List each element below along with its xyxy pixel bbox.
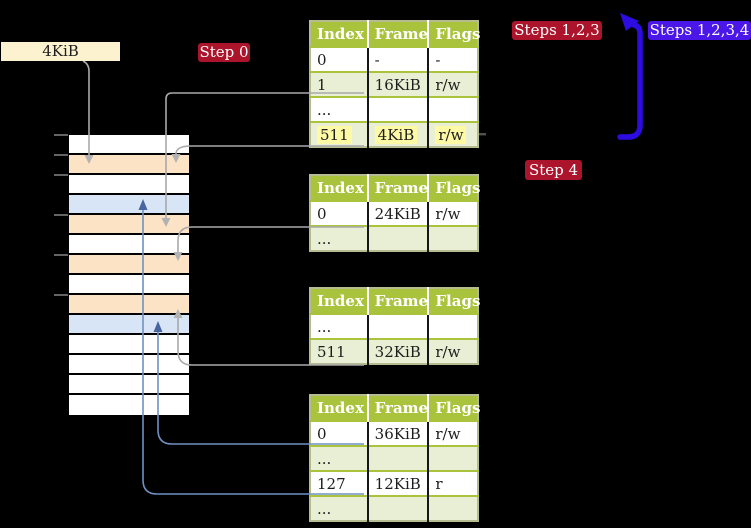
cell-index: ... — [310, 225, 368, 251]
frame-size-label: 4KiB — [1, 42, 120, 61]
steps1234-badge: Steps 1,2,3,4 — [648, 21, 751, 40]
column-header-index: Index — [310, 395, 368, 421]
memory-frame-row — [69, 355, 189, 375]
table-row: ... — [310, 495, 478, 521]
table-header-row: Index Frame Flags — [310, 21, 480, 47]
column-header-frame: Frame — [366, 288, 429, 314]
page-table-level2: Index Frame Flags ... 511 32KiB r/w — [309, 287, 480, 365]
page-table-level3: Index Frame Flags 0 24KiB r/w ... — [309, 174, 480, 252]
cell-flags — [427, 445, 478, 471]
table-row: ... — [310, 313, 478, 339]
cell-flags: - — [427, 46, 478, 72]
cell-frame: 16KiB — [366, 71, 429, 97]
memory-frame-row — [69, 175, 189, 195]
cell-frame: 32KiB — [366, 338, 429, 364]
column-header-flags: Flags — [427, 21, 480, 47]
column-header-flags: Flags — [427, 288, 480, 314]
step4-badge: Step 4 — [525, 160, 582, 180]
cell-flags: r/w — [427, 71, 478, 97]
memory-frame-row — [69, 235, 189, 255]
memory-frame-row — [69, 155, 189, 175]
page-table-level1: Index Frame Flags 0 36KiB r/w ... 127 12… — [309, 394, 480, 522]
highlighted-value: 511 — [317, 125, 352, 144]
column-header-frame: Frame — [366, 395, 429, 421]
cell-frame — [366, 313, 429, 339]
cell-flags: r/w — [427, 200, 478, 226]
cell-index: 0 — [310, 200, 368, 226]
table-header-row: Index Frame Flags — [310, 175, 480, 201]
cell-index: 127 — [310, 470, 368, 496]
memory-frame-row — [69, 215, 189, 235]
column-header-index: Index — [310, 21, 368, 47]
cell-index: ... — [310, 445, 368, 471]
cell-index: ... — [310, 495, 368, 521]
cell-flags — [427, 225, 478, 251]
cell-flags: r — [427, 470, 478, 496]
table-header-row: Index Frame Flags — [310, 395, 480, 421]
table-row: ... — [310, 445, 478, 471]
column-header-index: Index — [310, 288, 368, 314]
memory-frame-row — [69, 335, 189, 355]
memory-frame-row — [69, 135, 189, 155]
cell-frame — [366, 96, 429, 122]
cell-index: 511 — [310, 338, 368, 364]
cell-frame: 12KiB — [366, 470, 429, 496]
table-row: 0 36KiB r/w — [310, 420, 478, 446]
cell-flags — [427, 313, 478, 339]
cell-frame — [366, 495, 429, 521]
cell-index: 511 — [310, 121, 368, 147]
step0-badge: Step 0 — [198, 43, 250, 62]
table-row: 127 12KiB r — [310, 470, 478, 496]
memory-frame-row — [69, 255, 189, 275]
cell-index: ... — [310, 96, 368, 122]
cell-flags: r/w — [427, 121, 478, 147]
memory-frame-row — [69, 375, 189, 395]
memory-frame-row — [69, 275, 189, 295]
cell-flags — [427, 96, 478, 122]
table-row: 511 32KiB r/w — [310, 338, 478, 364]
cell-flags: r/w — [427, 338, 478, 364]
highlighted-value: 4KiB — [374, 125, 418, 144]
steps123-badge: Steps 1,2,3 — [512, 21, 602, 40]
memory-frame-row — [69, 195, 189, 215]
cell-flags: r/w — [427, 420, 478, 446]
table-row: 0 24KiB r/w — [310, 200, 478, 226]
cell-index: 0 — [310, 420, 368, 446]
highlighted-value: r/w — [435, 125, 467, 144]
column-header-frame: Frame — [366, 175, 429, 201]
cell-frame: 36KiB — [366, 420, 429, 446]
memory-frame-row — [69, 395, 189, 415]
recursive-loop-arrow — [617, 13, 643, 140]
column-header-flags: Flags — [427, 395, 480, 421]
column-header-flags: Flags — [427, 175, 480, 201]
cell-frame: 24KiB — [366, 200, 429, 226]
table-row: ... — [310, 96, 478, 122]
cell-index: ... — [310, 313, 368, 339]
memory-frame-row — [69, 295, 189, 315]
line-stub — [479, 133, 486, 136]
column-header-frame: Frame — [366, 21, 429, 47]
cell-frame — [366, 225, 429, 251]
table-row: 1 16KiB r/w — [310, 71, 478, 97]
cell-frame: - — [366, 46, 429, 72]
physical-memory-strip — [69, 135, 189, 415]
cell-frame — [366, 445, 429, 471]
cell-frame: 4KiB — [366, 121, 429, 147]
table-row: ... — [310, 225, 478, 251]
table-row: 0 - - — [310, 46, 478, 72]
table-row-recursive-highlight: 511 4KiB r/w — [310, 121, 478, 147]
cell-index: 1 — [310, 71, 368, 97]
table-header-row: Index Frame Flags — [310, 288, 480, 314]
column-header-index: Index — [310, 175, 368, 201]
cell-index: 0 — [310, 46, 368, 72]
memory-frame-row — [69, 315, 189, 335]
address-tick-marks — [54, 134, 68, 296]
page-table-level4: Index Frame Flags 0 - - 1 16KiB r/w ... … — [309, 20, 480, 148]
cell-flags — [427, 495, 478, 521]
